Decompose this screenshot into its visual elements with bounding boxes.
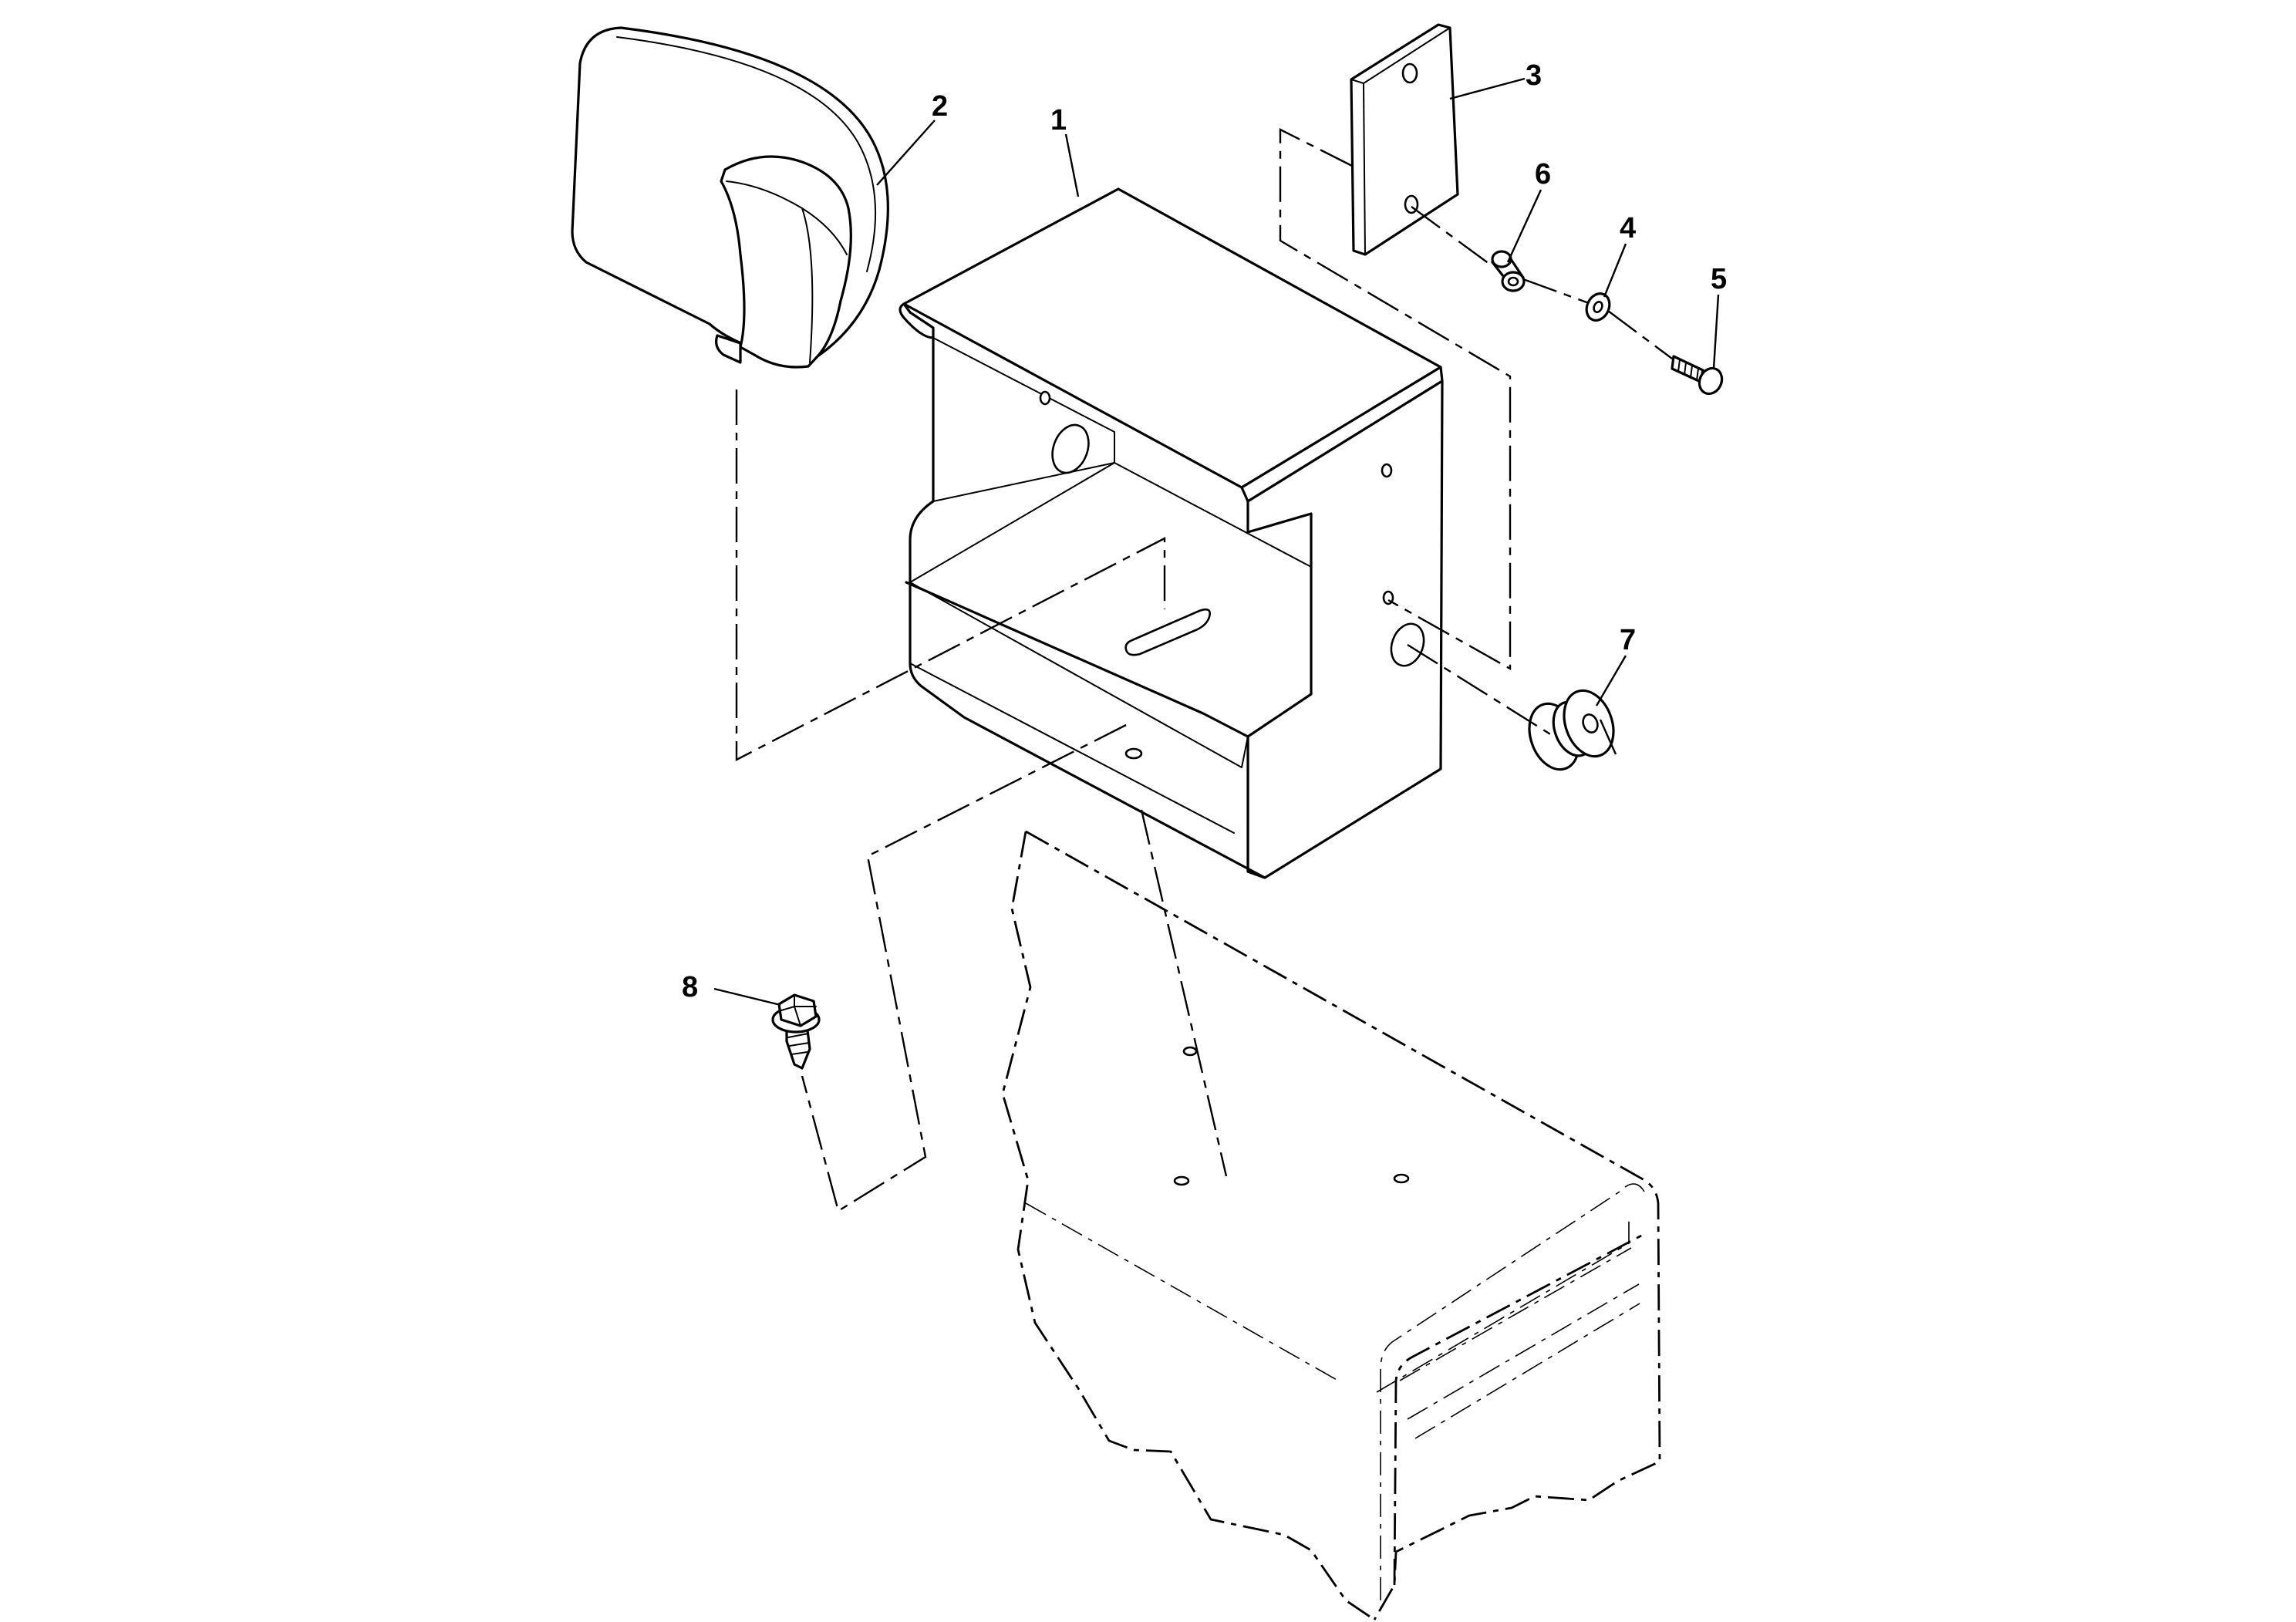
callout-1: 1 <box>1050 104 1067 137</box>
part-7-grommet <box>1528 689 1615 771</box>
part-4-washer <box>1585 292 1611 322</box>
callout-6: 6 <box>1535 158 1551 191</box>
callouts: 1 2 3 4 5 6 7 8 <box>682 59 1727 1003</box>
part-6-spacer <box>1491 250 1526 292</box>
part-2-lamp <box>571 26 889 369</box>
callout-7: 7 <box>1620 624 1636 656</box>
mounting-structure-phantom <box>1001 830 1661 1621</box>
assembly-lines <box>735 128 1673 1212</box>
callout-5: 5 <box>1711 263 1727 295</box>
callout-2: 2 <box>932 90 948 123</box>
part-1-mounting-bracket <box>899 187 1444 879</box>
leader-lines <box>713 77 1720 1007</box>
callout-4: 4 <box>1620 212 1636 244</box>
part-3-plate <box>1350 23 1459 256</box>
part-8-flange-bolt <box>771 993 821 1070</box>
callout-8: 8 <box>682 971 698 1003</box>
callout-3: 3 <box>1526 59 1542 92</box>
part-5-screw <box>1671 355 1724 396</box>
